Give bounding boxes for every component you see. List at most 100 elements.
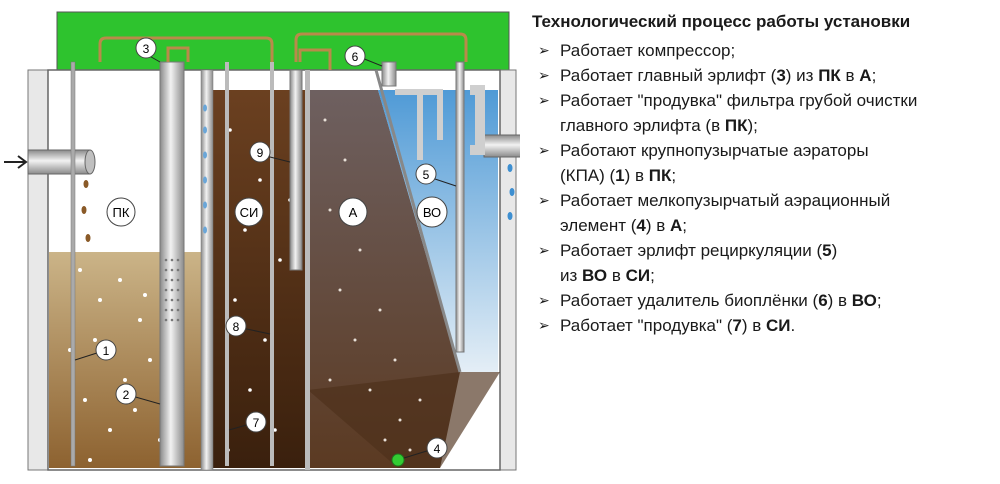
step-text: 4 [636,216,646,235]
step-text: главного эрлифта (в [560,116,725,135]
step-text: Работает "продувка" фильтра грубой очист… [560,91,918,110]
air-lines [98,32,468,70]
inlet-drops [81,180,91,242]
step-item: ➢Работает эрлифт рециркуляции (5)из ВО в… [530,238,995,288]
airlift-filter-holes [164,258,180,322]
step-item: ➢ Работает мелкопузырчатый аэрационный эле… [530,188,995,238]
fine-aeration-element [391,453,405,467]
step-text: 3 [776,66,786,85]
pk-bubbles [68,268,162,462]
process-steps-panel: Технологический процесс работы установки… [530,12,995,338]
svg-text:4: 4 [434,442,441,456]
step-text: ) в [741,316,767,335]
step-text: (КПА) ( [560,166,616,185]
recirc-tube [270,62,274,466]
step-text: Работает эрлифт рециркуляции ( [560,241,823,260]
svg-text:1: 1 [103,344,110,358]
svg-text:ПК: ПК [113,205,130,220]
step-text: ) в [624,166,649,185]
arrow-bullet-icon: ➢ [538,142,550,158]
step-text: А [859,66,872,85]
step-item: ➢Работает компрессор; [530,38,995,63]
svg-text:5: 5 [423,168,430,182]
arrow-bullet-icon: ➢ [538,292,550,308]
inlet-pipe-end [84,149,96,175]
inlet-arrow-icon [4,155,28,169]
partition-pk-si [200,69,214,471]
vo-cone [308,372,500,468]
step-text: ; [876,291,882,310]
svg-text:8: 8 [233,320,240,334]
step-text: ; [671,166,677,185]
step-text: ПК [648,166,672,185]
step-text: Работает мелкопузырчатый аэрационный [560,191,891,210]
step-text: ВО [851,291,877,310]
step-text: Работает "продувка" ( [560,316,733,335]
step-text: СИ [625,266,651,285]
tank-label-pk: ПК [106,197,136,227]
step-text: Работают крупнопузырчатые аэраторы [560,141,869,160]
main-airlift-pipe [159,61,185,467]
step-item: ➢ Работает "продувка" фильтра грубой очис… [530,88,995,138]
inlet-pipe [27,149,91,175]
a-bubbles [323,118,422,452]
frame-left [27,69,49,471]
biofilm-remover-pipes [395,89,443,160]
svg-text:А: А [349,205,358,220]
svg-text:6: 6 [352,50,359,64]
vo-chamber-water [378,90,498,372]
transfer-drops [203,104,207,234]
callout-9: 9 [249,141,291,163]
tank-label-vo: ВО [416,196,448,228]
steps-list: ➢Работает компрессор;➢Работает главный э… [530,38,995,338]
partition-si-a [305,70,310,470]
step-text: СИ [766,316,791,335]
step-text: ) в [645,216,670,235]
step-text: ; [682,216,688,235]
callout-7: 7 [228,411,267,433]
septic-unit-diagram: ПК СИ А ВО 1 2 3 4 5 6 [4,11,520,471]
callout-5: 5 [415,163,457,187]
step-continuation: главного эрлифта (в ПК); [560,113,995,138]
arrow-bullet-icon: ➢ [538,42,550,58]
aerator-tube [70,61,76,467]
callout-1: 1 [74,339,117,361]
step-text: ) [831,241,838,260]
step-text: 7 [732,316,742,335]
tank-label-a: А [338,197,368,227]
step-text: Работает главный эрлифт ( [560,66,777,85]
overflow-pipe [470,85,485,155]
step-text: ПК [818,66,841,85]
step-text: ; [650,266,655,285]
arrow-bullet-icon: ➢ [538,92,550,108]
step-item: ➢Работает главный эрлифт (3) из ПК в А; [530,63,995,88]
recirc-airlift [455,61,465,353]
step-text: 5 [822,241,832,260]
step-text: 1 [615,166,625,185]
step-text: в [607,266,626,285]
step-continuation: из ВО в СИ; [560,263,995,288]
step-text: из [560,266,583,285]
steps-title: Технологический процесс работы установки [532,12,911,31]
step-text: . [790,316,796,335]
step-text: ) из [785,66,819,85]
step-text: элемент ( [560,216,637,235]
step-text: ВО [582,266,608,285]
callout-3: 3 [135,37,161,63]
outlet-drops [507,164,515,220]
step-text: ПК [724,116,748,135]
callout-8: 8 [225,315,271,337]
svg-text:7: 7 [253,416,260,430]
arrow-bullet-icon: ➢ [538,192,550,208]
arrow-bullet-icon: ➢ [538,67,550,83]
step-text: в [840,66,860,85]
partition-a-vo [374,69,462,373]
step-text: ); [747,116,758,135]
svg-text:3: 3 [143,42,150,56]
svg-text:СИ: СИ [240,205,259,220]
a-chamber-water [308,90,460,468]
biofilm-remover-top [381,61,397,87]
callout-2: 2 [115,383,161,405]
pipe-9 [289,69,303,271]
callout-4: 4 [403,437,448,459]
